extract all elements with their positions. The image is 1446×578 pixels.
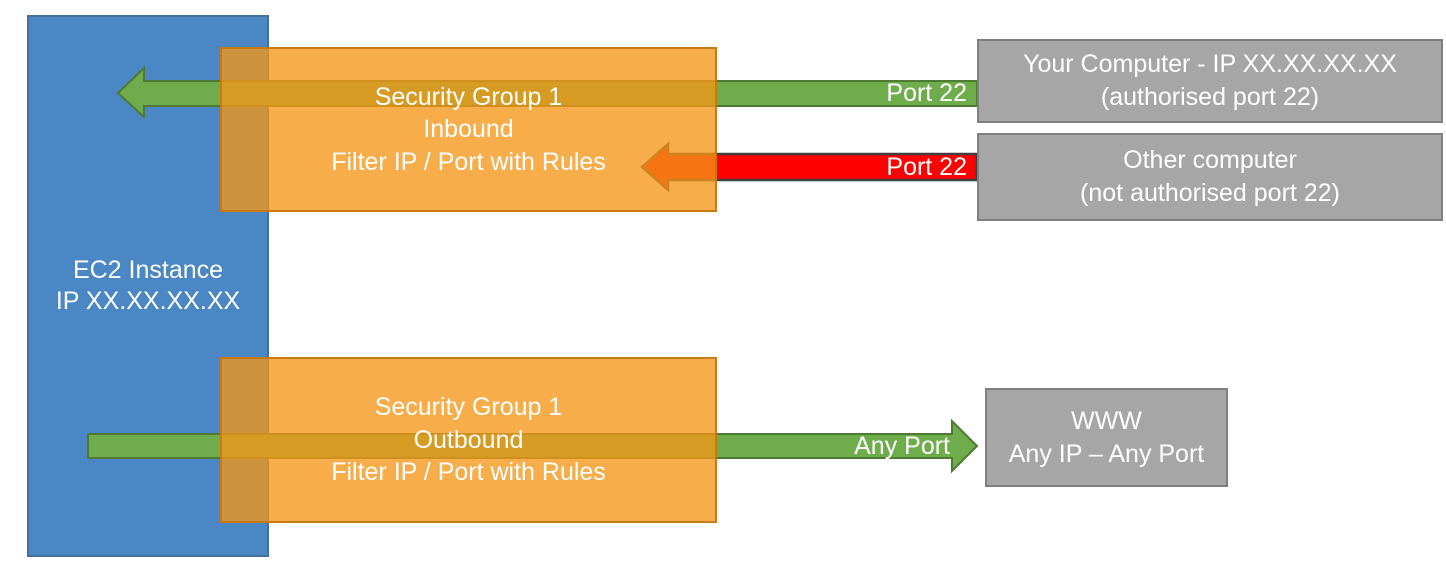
other-computer-box: Other computer (not authorised port 22) [977, 133, 1443, 221]
your-computer-box: Your Computer - IP XX.XX.XX.XX (authoris… [977, 39, 1443, 123]
inbound-blocked-port-label: Port 22 [886, 153, 967, 181]
inbound-allowed-port-label: Port 22 [886, 79, 967, 107]
www-title: WWW [1071, 406, 1142, 435]
sg-outbound-title: Security Group 1 [374, 393, 563, 422]
sg-inbound-direction: Inbound [423, 115, 514, 144]
other-computer-subtitle: (not authorised port 22) [1080, 179, 1340, 207]
security-group-outbound-box: Security Group 1 Outbound Filter IP / Po… [220, 357, 717, 523]
sg-inbound-description: Filter IP / Port with Rules [331, 147, 606, 176]
sg-inbound-title: Security Group 1 [374, 82, 563, 111]
www-box: WWW Any IP – Any Port [985, 388, 1228, 487]
sg-outbound-direction: Outbound [413, 425, 524, 454]
www-subtitle: Any IP – Any Port [1008, 439, 1205, 468]
other-computer-title: Other computer [1123, 146, 1297, 174]
ec2-instance-ip: IP XX.XX.XX.XX [55, 287, 241, 315]
ec2-instance-label: EC2 Instance [72, 256, 224, 284]
outbound-any-port-label: Any Port [854, 432, 950, 460]
your-computer-subtitle: (authorised port 22) [1100, 83, 1320, 111]
security-group-inbound-box: Security Group 1 Inbound Filter IP / Por… [220, 47, 717, 212]
sg-outbound-description: Filter IP / Port with Rules [331, 458, 606, 487]
your-computer-title: Your Computer - IP XX.XX.XX.XX [1023, 50, 1397, 78]
